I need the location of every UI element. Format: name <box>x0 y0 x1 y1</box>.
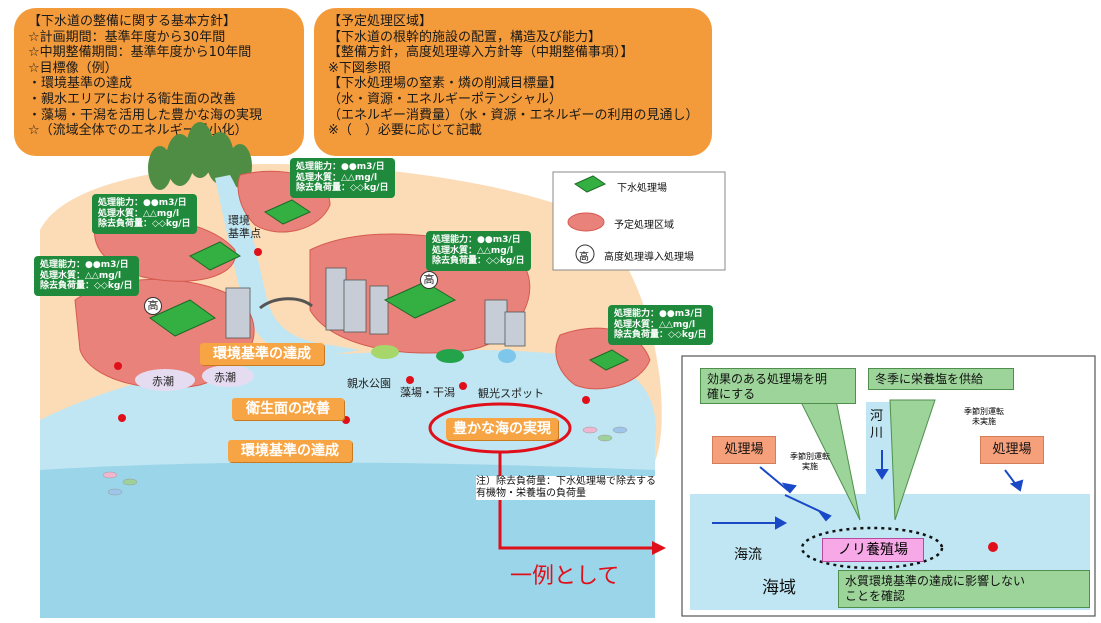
area-line: 【下水道の根幹的施設の配置，構造及び能力】 <box>328 29 602 45</box>
legend-advanced-mark: 高 <box>579 252 589 263</box>
area-line: 【予定処理区域】 <box>328 14 433 29</box>
tourist-spot-label: 観光スポット <box>478 387 544 400</box>
area-line: 【整備方針，高度処理導入方針等（中期整備事項）】 <box>328 45 634 61</box>
callout-env-standard: 環境基準の達成 <box>228 440 352 462</box>
policy-line: ・環境基準の達成 <box>28 76 133 92</box>
policy-line: ・親水エリアにおける衛生面の改善 <box>28 91 237 107</box>
current-label: 海流 <box>734 547 762 563</box>
callout-rich-sea: 豊かな海の実現 <box>446 418 558 440</box>
callout-env-standard: 環境基準の達成 <box>200 343 324 365</box>
speech-winter-nutrients: 冬季に栄養塩を供給 <box>868 368 1014 390</box>
policy-line: ☆目標像（例） <box>28 60 118 76</box>
legend-area: 予定処理区域 <box>614 220 674 231</box>
river <box>215 175 360 360</box>
policy-box: 【下水道の整備に関する基本方針】 ☆計画期間：基準年度から30年間 ☆中期整備期… <box>14 8 304 156</box>
policy-line: ☆計画期間：基準年度から30年間 <box>28 29 226 45</box>
legend-advanced: 高度処理導入処理場 <box>604 252 694 263</box>
river-label: 河 川 <box>870 409 884 441</box>
tidal-flat-label: 藻場・干潟 <box>400 386 455 399</box>
area-box: 【予定処理区域】 【下水道の根幹的施設の配置，構造及び能力】 【整備方針，高度処… <box>314 8 712 156</box>
policy-line: ☆中期整備期間：基準年度から10年間 <box>28 45 252 61</box>
policy-title: 【下水道の整備に関する基本方針】 <box>28 14 237 29</box>
area-line: 【下水処理場の窒素・燐の削減目標量】 <box>328 76 563 92</box>
callout-hygiene: 衛生面の改善 <box>232 398 344 420</box>
load-note: 注）除去負荷量：下水処理場で除去する 有機物・栄養塩の負荷量 <box>476 476 656 500</box>
red-dots <box>114 248 590 424</box>
red-tide-label: 赤潮 <box>214 371 236 384</box>
plant-label: 処理能力：●●m3/日 処理水質：△△mg/l 除去負荷量：◇◇kg/日 <box>608 305 713 345</box>
area-line: ※下図参照 <box>328 60 391 76</box>
nori-farm-label: ノリ養殖場 <box>822 538 924 562</box>
seasonal-done-label: 季節別運転 実施 <box>790 452 830 471</box>
env-point-label: 環境 基準点 <box>228 214 261 240</box>
plant-label: 処理能力：●●m3/日 処理水質：△△mg/l 除去負荷量：◇◇kg/日 <box>92 194 197 234</box>
area-line: ※（ ）必要に応じて記載 <box>328 123 482 139</box>
seasonal-not-done-label: 季節別運転 未実施 <box>964 407 1004 426</box>
legend-plant: 下水処理場 <box>617 183 667 194</box>
park-label: 親水公園 <box>347 377 391 390</box>
plant-label: 処理能力：●●m3/日 処理水質：△△mg/l 除去負荷量：◇◇kg/日 <box>34 256 139 296</box>
speech-effective-plant: 効果のある処理場を明 確にする <box>700 368 856 404</box>
fish <box>102 426 628 496</box>
example-label: 一例として <box>510 564 620 589</box>
advanced-mark: 高 <box>420 271 438 289</box>
policy-line: ・藻場・干潟を活用した豊かな海の実現 <box>28 107 263 123</box>
speech-env-check: 水質環境基準の達成に影響しない ことを確認 <box>838 570 1090 608</box>
area-line: （水・資源・エネルギーポテンシャル） <box>328 91 563 107</box>
buildings <box>225 267 526 347</box>
advanced-mark: 高 <box>144 297 162 315</box>
sea-area-label: 海域 <box>762 578 796 598</box>
red-tide-label: 赤潮 <box>152 375 174 388</box>
plant-box-left: 処理場 <box>712 436 776 464</box>
plant-label: 処理能力：●●m3/日 処理水質：△△mg/l 除去負荷量：◇◇kg/日 <box>426 231 531 271</box>
forest <box>148 122 252 190</box>
plant-label: 処理能力：●●m3/日 処理水質：△△mg/l 除去負荷量：◇◇kg/日 <box>290 158 395 198</box>
area-line: （エネルギー消費量）（水・資源・エネルギーの利用の見通し） <box>328 107 699 123</box>
plant-icons <box>149 199 630 371</box>
plant-box-right: 処理場 <box>980 436 1044 464</box>
